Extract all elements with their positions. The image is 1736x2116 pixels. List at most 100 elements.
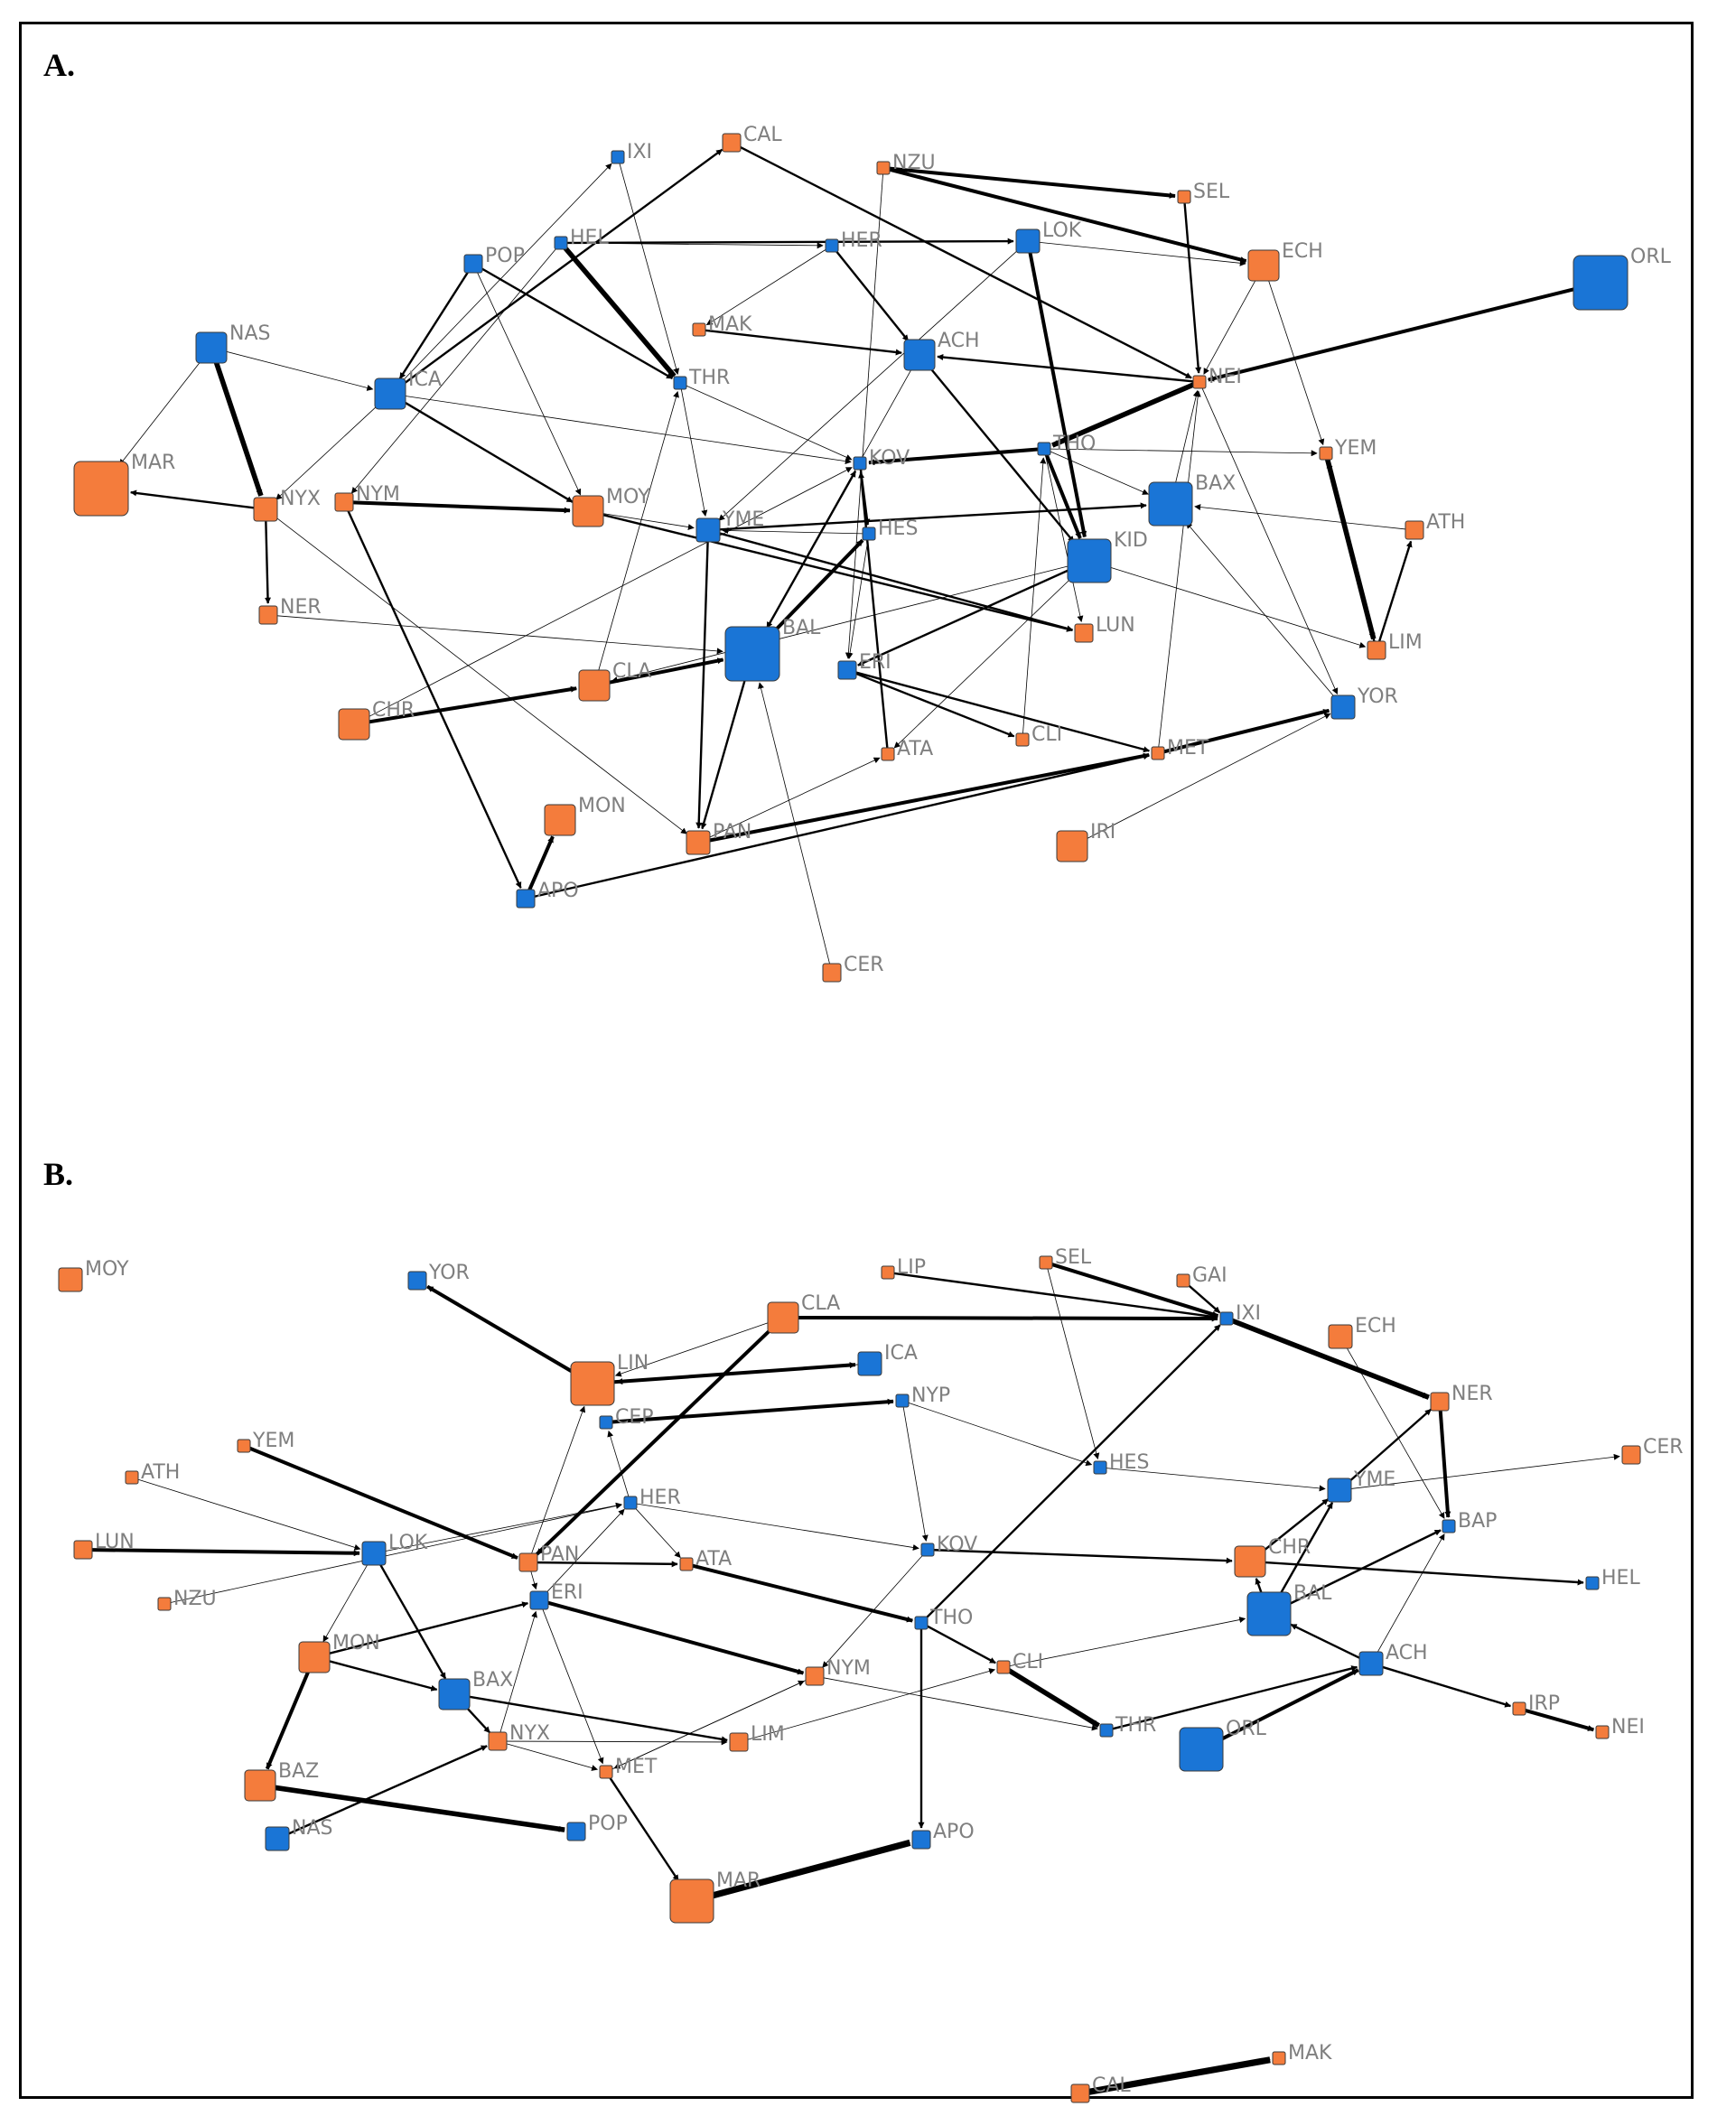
node-nzu: NZU xyxy=(876,152,936,175)
edge-bax-lim xyxy=(469,1695,728,1743)
node-marker xyxy=(695,517,721,543)
node-label: ICA xyxy=(408,368,442,391)
node-label: POP xyxy=(588,1813,628,1835)
node-label: NER xyxy=(280,596,322,619)
node-ixi: IXI xyxy=(611,141,652,164)
node-label: LIM xyxy=(1388,631,1423,654)
node-label: YEM xyxy=(1334,437,1377,460)
panel-a-label: A. xyxy=(43,47,75,83)
node-marker xyxy=(407,1271,427,1291)
node-bal: BAL xyxy=(724,617,821,682)
node-lok: LOK xyxy=(361,1532,428,1566)
node-label: IRP xyxy=(1528,1692,1560,1715)
node-marker xyxy=(1367,640,1386,660)
node-moy: MOY xyxy=(58,1258,129,1292)
edge-eri-met xyxy=(542,1608,604,1765)
node-marker xyxy=(1585,1576,1600,1590)
node-cli: CLI xyxy=(1015,723,1062,747)
edge-bal-bap xyxy=(1288,1529,1442,1606)
edge-pan-eri xyxy=(530,1571,538,1590)
edge-pop-thr xyxy=(481,266,673,380)
node-bax: BAX xyxy=(1148,472,1236,527)
node-lok: LOK xyxy=(1015,219,1082,254)
node-ner: NER xyxy=(258,596,322,625)
edge-ech-nei xyxy=(1203,278,1257,375)
node-mak: MAK xyxy=(692,313,752,337)
edge-ica-kov xyxy=(405,396,852,465)
node-label: PAN xyxy=(540,1543,579,1566)
edge-nas-nyx xyxy=(213,361,264,497)
edge-bal-pan xyxy=(700,679,746,830)
edge-nym-moy xyxy=(352,500,571,514)
edge-nzu-eri xyxy=(845,173,883,659)
node-marker xyxy=(1151,746,1165,760)
node-label: ACH xyxy=(938,330,980,352)
node-eri: ERI xyxy=(529,1581,583,1610)
node-marker xyxy=(1573,255,1629,311)
node-label: THO xyxy=(1052,433,1096,455)
edge-thr-kov xyxy=(686,385,853,461)
panel-b-label: B. xyxy=(43,1156,73,1192)
node-label: HER xyxy=(639,1487,681,1509)
edge-ner-bap xyxy=(1438,1410,1451,1518)
edge-nzu-sel xyxy=(889,166,1176,199)
edge-moy-lun xyxy=(602,513,1074,632)
node-label: IRI xyxy=(1090,821,1115,844)
edge-cla-ixi xyxy=(798,1315,1218,1322)
edge-hes-eri xyxy=(846,539,869,659)
node-marker xyxy=(518,1552,538,1572)
node-label: HES xyxy=(1109,1451,1149,1474)
node-cer: CER xyxy=(1621,1436,1684,1465)
node-pop: POP xyxy=(463,245,525,274)
node-hes: HES xyxy=(862,517,918,541)
node-marker xyxy=(1015,228,1041,254)
edge-ica-nyx xyxy=(275,404,379,500)
node-label: NER xyxy=(1451,1383,1493,1405)
node-label: NEI xyxy=(1611,1716,1645,1738)
node-label: NYP xyxy=(911,1384,950,1407)
node-nyx: NYX xyxy=(253,488,321,522)
node-marker xyxy=(686,830,711,855)
node-label: MOY xyxy=(606,486,650,508)
node-ata: ATA xyxy=(679,1548,732,1571)
node-label: HEL xyxy=(1601,1567,1640,1589)
node-label: CHR xyxy=(372,699,415,722)
edge-hel-her xyxy=(566,242,824,249)
node-label: MAK xyxy=(1288,2042,1332,2065)
node-marker xyxy=(253,497,278,522)
node-label: IXI xyxy=(627,141,652,163)
node-ech: ECH xyxy=(1247,240,1323,282)
node-label: CLA xyxy=(612,660,651,683)
edge-cli-thr xyxy=(1007,1668,1100,1729)
edge-moy-yme xyxy=(602,513,695,530)
node-bal: BAL xyxy=(1246,1582,1332,1636)
node-nym: NYM xyxy=(334,483,400,512)
node-label: MAK xyxy=(708,313,752,336)
node-label: HER xyxy=(841,229,882,252)
node-label: BAX xyxy=(1195,472,1236,495)
node-label: KOV xyxy=(869,447,910,470)
edge-tho-ixi xyxy=(925,1324,1221,1619)
node-label: NYX xyxy=(509,1722,550,1745)
edge-ech-yem xyxy=(1267,280,1325,446)
node-label: ACH xyxy=(1386,1642,1428,1664)
edge-hel-nym xyxy=(350,247,557,494)
node-marker xyxy=(669,1878,714,1924)
node-marker xyxy=(599,1415,613,1430)
node-mar: MAR xyxy=(669,1869,761,1924)
node-label: KID xyxy=(1114,529,1148,552)
node-marker xyxy=(1179,1727,1224,1772)
edge-cla-lin xyxy=(614,1322,770,1377)
node-label: PAN xyxy=(713,821,751,844)
node-yme: YME xyxy=(695,508,764,543)
node-marker xyxy=(1067,538,1112,583)
node-bap: BAP xyxy=(1442,1510,1497,1533)
edge-layer xyxy=(118,145,1575,965)
edge-pan-ata xyxy=(708,757,881,838)
node-kov: KOV xyxy=(920,1533,977,1557)
node-marker xyxy=(237,1439,251,1453)
node-marker xyxy=(361,1541,387,1566)
node-marker xyxy=(857,1351,882,1376)
node-marker xyxy=(1099,1723,1114,1738)
